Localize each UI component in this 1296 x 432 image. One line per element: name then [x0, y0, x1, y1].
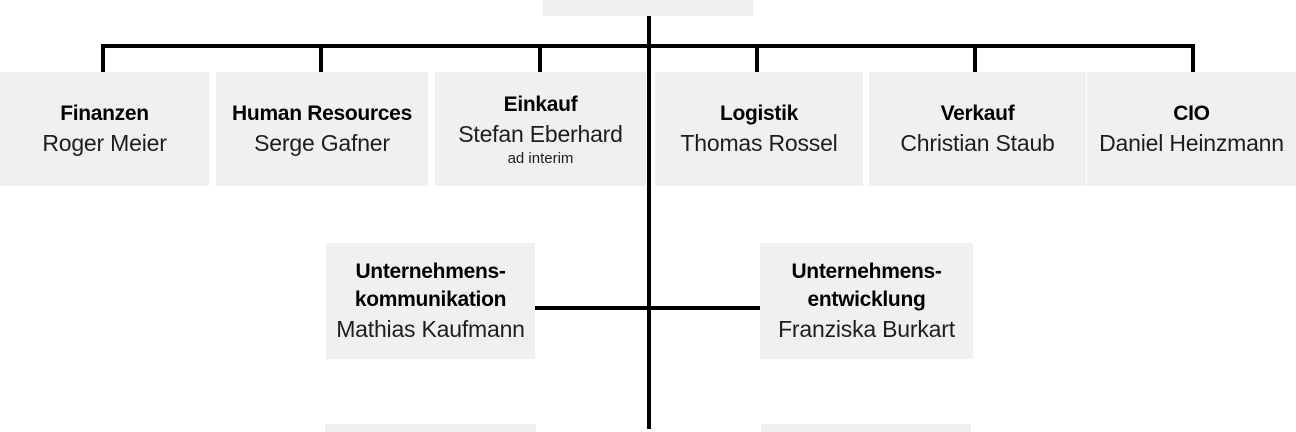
connector-stub-finanzen — [101, 48, 105, 72]
connector-top-horizontal — [101, 44, 1195, 48]
dept-title: Logistik — [719, 102, 799, 125]
dept-head-name: Franziska Burkart — [778, 316, 955, 342]
dept-title: Einkauf — [503, 92, 578, 116]
dept-title: Human Resources — [232, 102, 412, 125]
dept-title: Verkauf — [940, 102, 1015, 125]
dept-head-name: Roger Meier — [42, 130, 167, 156]
dept-title-line2: entwicklung — [807, 288, 926, 311]
org-box-partial-left — [325, 424, 536, 432]
dept-note: ad interim — [507, 149, 574, 167]
connector-stub-human-resources — [319, 48, 323, 72]
org-box-partial-right — [761, 424, 971, 432]
org-box-root — [543, 0, 753, 16]
connector-staff-horizontal — [535, 306, 760, 310]
org-box-unternehmensentwicklung: Unternehmens- entwicklung Franziska Burk… — [760, 243, 973, 359]
org-box-cio: CIO Daniel Heinzmann — [1087, 72, 1296, 186]
connector-stub-verkauf — [973, 48, 977, 72]
connector-trunk-vertical — [647, 16, 651, 429]
connector-stub-einkauf — [538, 48, 542, 72]
org-box-einkauf: Einkauf Stefan Eberhard ad interim — [435, 72, 646, 186]
dept-title-line1: Unternehmens- — [355, 260, 506, 283]
org-box-logistik: Logistik Thomas Rossel — [655, 72, 863, 186]
dept-head-name: Serge Gafner — [254, 130, 390, 156]
dept-head-name: Daniel Heinzmann — [1099, 130, 1284, 156]
dept-title: CIO — [1173, 102, 1210, 125]
org-box-verkauf: Verkauf Christian Staub — [869, 72, 1086, 186]
org-box-unternehmenskommunikation: Unternehmens- kommunikation Mathias Kauf… — [326, 243, 535, 359]
connector-stub-logistik — [755, 48, 759, 72]
dept-head-name: Stefan Eberhard — [458, 120, 623, 147]
connector-stub-cio — [1191, 48, 1195, 72]
org-box-human-resources: Human Resources Serge Gafner — [216, 72, 428, 186]
dept-title-line1: Unternehmens- — [791, 260, 942, 283]
dept-head-name: Mathias Kaufmann — [336, 316, 525, 342]
dept-title: Finanzen — [60, 102, 149, 125]
dept-head-name: Christian Staub — [900, 130, 1055, 156]
dept-title-line2: kommunikation — [354, 288, 507, 311]
org-box-finanzen: Finanzen Roger Meier — [0, 72, 209, 186]
dept-head-name: Thomas Rossel — [680, 130, 838, 156]
